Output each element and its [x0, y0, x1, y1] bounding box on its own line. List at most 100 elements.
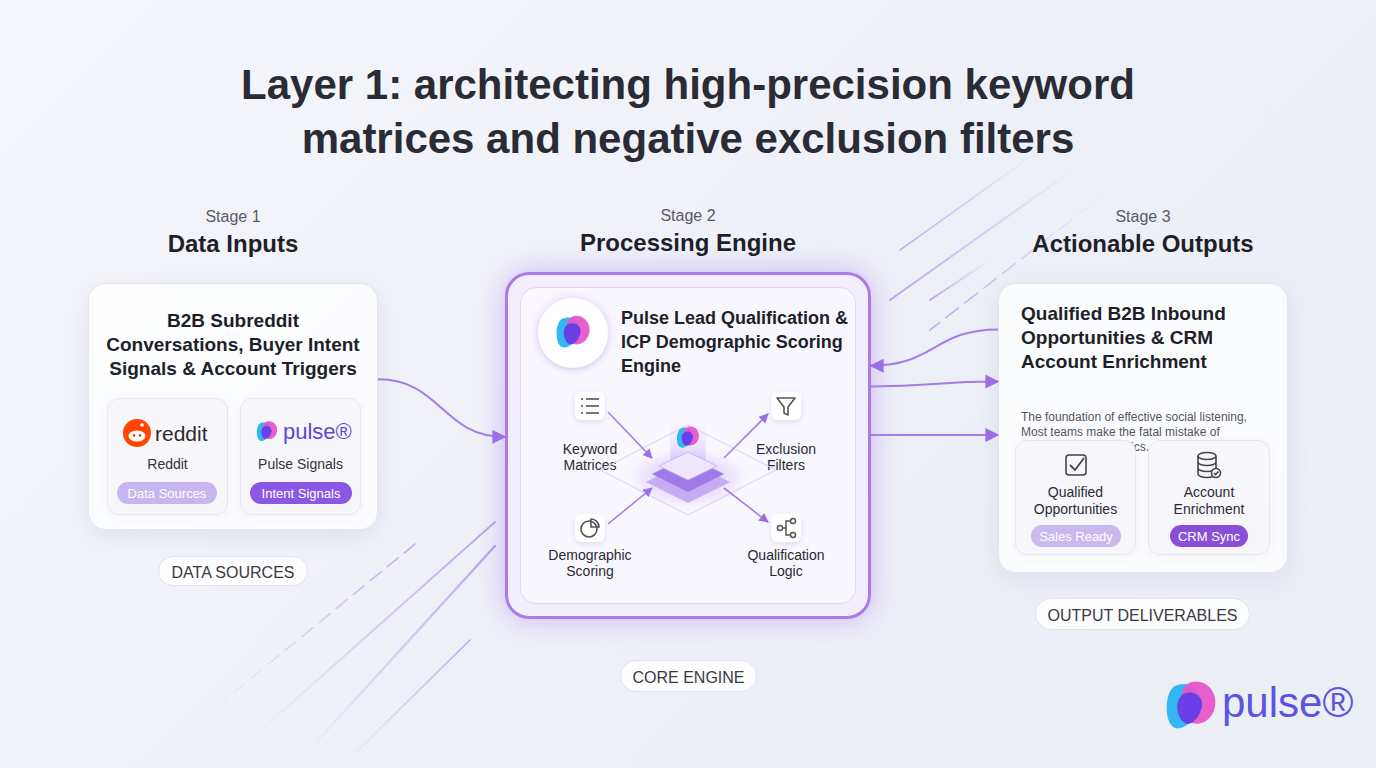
engine-logo — [529, 289, 617, 377]
inner-arrows — [608, 412, 768, 524]
hub-layer — [646, 461, 730, 503]
db-body — [1198, 456, 1216, 478]
output-tile: Qualified OpportunitiesSales Ready — [1015, 440, 1136, 555]
section-pill: CORE ENGINE — [620, 660, 757, 692]
db-check — [1214, 472, 1219, 475]
reddit-eye — [139, 434, 142, 437]
hub-beam — [670, 420, 706, 472]
node-text: Stage 1 — [89, 207, 377, 226]
flow-arrow — [871, 382, 998, 387]
node-subtext: B2B Subreddit Conversations, Buyer Inten… — [101, 309, 365, 381]
node-text: Qualified Opportunities — [1026, 484, 1125, 518]
inner-arrow — [724, 488, 768, 522]
output-tile: Account EnrichmentCRM Sync — [1148, 440, 1270, 555]
pulse-logo — [257, 421, 277, 441]
brand-wordmark: pulse® — [1222, 679, 1353, 727]
hub-layer — [659, 452, 717, 480]
nodes-glyph — [778, 519, 796, 538]
diagram-title: Layer 1: architecting high-precision key… — [158, 58, 1218, 166]
node-text: Intent Signals — [250, 486, 352, 502]
inner-arrow — [608, 412, 652, 458]
logo-disc — [538, 298, 608, 368]
keyword-icon — [575, 392, 605, 420]
pie-slice — [591, 519, 599, 527]
engine-hub — [628, 420, 748, 508]
node-text: Stage 2 — [508, 206, 868, 225]
engine-card: Pulse Lead Qualification & ICP Demograph… — [520, 287, 856, 604]
logo-glow — [529, 289, 617, 377]
reddit-antenna — [140, 423, 144, 427]
hub-layer — [652, 456, 724, 492]
icon-tile — [575, 514, 605, 542]
engine-module: Keyword Matrices — [525, 380, 655, 472]
reddit-logo — [123, 419, 151, 447]
icon-tile — [575, 392, 605, 420]
grid-line — [688, 470, 776, 515]
logic-icon — [771, 514, 801, 542]
grid-line — [600, 470, 688, 515]
tag-pill: CRM Sync — [1170, 525, 1248, 547]
db-top — [1198, 453, 1216, 460]
database-icon — [1198, 453, 1221, 478]
node-text: Pulse Lead Qualification & ICP Demograph… — [621, 306, 853, 378]
engine-grid — [600, 425, 776, 515]
engine-module: Qualification Logic — [721, 500, 851, 584]
node-text: Keyword Matrices — [545, 441, 635, 473]
scoring-icon — [575, 514, 605, 542]
pulse-logo — [1167, 682, 1216, 729]
icon-tile — [771, 514, 801, 542]
source-tile: pulse® Pulse SignalsIntent Signals — [240, 398, 361, 515]
tag-pill: Sales Ready — [1031, 525, 1121, 547]
list-glyph — [581, 399, 599, 413]
node-text: CRM Sync — [1170, 529, 1248, 545]
section-pill: DATA SOURCES — [158, 556, 308, 586]
pulse-logo — [557, 316, 590, 348]
input-card: Stage 1Data InputsB2B Subreddit Conversa… — [88, 283, 378, 530]
node-subtext: Processing Engine — [508, 228, 868, 257]
reddit-eye — [133, 434, 136, 437]
node-text: Data Sources — [117, 486, 217, 502]
funnel-glyph — [777, 398, 795, 415]
db-badge — [1212, 469, 1221, 478]
filter-icon — [771, 392, 801, 420]
node-text: reddit — [155, 421, 227, 446]
section-pill: OUTPUT DELIVERABLES — [1035, 598, 1250, 630]
flow-arrow — [378, 379, 505, 436]
streak — [900, 150, 1040, 250]
node-text: Qualification Logic — [741, 547, 831, 579]
pulse-logo — [677, 427, 699, 448]
output-card: Stage 3Actionable OutputsQualified B2B I… — [998, 283, 1288, 573]
node-text: Demographic Scoring — [545, 547, 635, 579]
tag-pill: Data Sources — [117, 482, 217, 504]
light-streaks — [200, 150, 1110, 768]
checkbox-glyph — [1066, 455, 1086, 475]
flow-arrow — [871, 434, 998, 436]
check-glyph — [1070, 458, 1084, 470]
check-icon — [1066, 455, 1086, 475]
node-subtext: Pulse Signals — [241, 456, 360, 473]
node-text: Sales Ready — [1031, 529, 1121, 545]
node-text: Exclusion Filters — [741, 441, 831, 473]
engine-frame: Stage 2Processing EnginePulse Lead Quali… — [505, 272, 871, 619]
inner-arrow — [724, 414, 768, 458]
inner-arrow — [608, 488, 652, 524]
pie-glyph — [581, 521, 597, 537]
node-text: Stage 3 — [999, 207, 1287, 226]
streak — [340, 640, 470, 768]
reddit-face — [129, 431, 146, 442]
node-subtext: Data Inputs — [89, 229, 377, 258]
node-text: pulse® — [283, 419, 361, 445]
reddit-circle — [123, 419, 151, 447]
node-text: OUTPUT DELIVERABLES — [1036, 606, 1249, 625]
grid-line — [600, 425, 688, 470]
grid-line — [688, 425, 776, 470]
engine-module: Demographic Scoring — [525, 500, 655, 584]
hub-glow — [628, 448, 748, 508]
streak — [250, 522, 495, 740]
flow-arrow — [871, 329, 998, 365]
node-subtext: Qualified B2B Inbound Opportunities & CR… — [1021, 302, 1273, 374]
icon-tile — [771, 392, 801, 420]
source-tile: redditRedditData Sources — [107, 398, 228, 515]
tag-pill: Intent Signals — [250, 482, 352, 504]
